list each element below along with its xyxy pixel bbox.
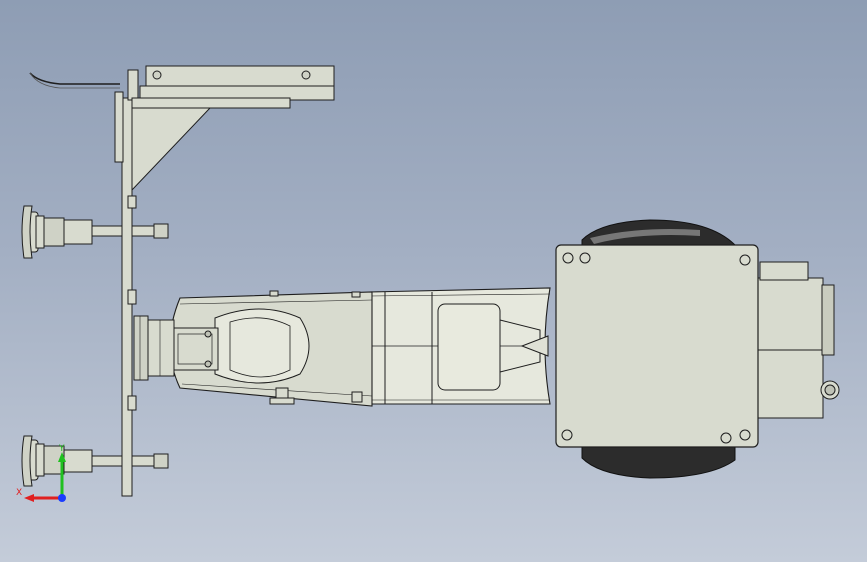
plate-tab xyxy=(127,395,137,411)
tool-flange[interactable] xyxy=(133,315,175,381)
gripper-plate-lip xyxy=(114,91,124,163)
wrist-screw xyxy=(204,330,212,338)
robot-upper-arm[interactable] xyxy=(133,290,373,407)
rail-screw xyxy=(152,70,162,80)
gripper-gusset xyxy=(131,107,212,192)
gripper-rail-bracket xyxy=(131,97,291,109)
lower-arm-edge xyxy=(369,293,551,297)
wrist-screw xyxy=(204,360,212,368)
base-bolt-hole xyxy=(720,432,732,444)
arm-fitting xyxy=(351,391,363,403)
triad-y-label: Y xyxy=(58,444,65,454)
gripper-cable xyxy=(29,72,120,85)
arm-fitting xyxy=(351,291,361,298)
suction-cup-top[interactable] xyxy=(21,205,169,259)
triad-z-axis xyxy=(58,494,66,502)
base-connector-inner xyxy=(824,384,836,396)
wrist-cover[interactable] xyxy=(214,308,310,384)
lower-arm-cover-panel[interactable] xyxy=(437,303,501,391)
gripper-cable-shadow xyxy=(29,72,120,89)
triad-x-label: X xyxy=(16,488,22,498)
base-motor-housing xyxy=(754,277,824,419)
wrist-cover-inner xyxy=(229,317,291,378)
axis-triad: Y X xyxy=(16,444,66,502)
plate-tab xyxy=(127,195,137,209)
wrist-motor-inner xyxy=(177,333,213,365)
arm-fitting xyxy=(275,387,289,399)
lower-arm-joint-tab xyxy=(520,335,549,357)
base-bolt-hole xyxy=(561,429,573,441)
upper-arm-edge xyxy=(179,299,373,305)
suction-cup-bottom[interactable] xyxy=(21,435,169,487)
robot-base[interactable] xyxy=(555,219,840,479)
base-bolt-hole xyxy=(739,254,751,266)
robot-lower-arm[interactable] xyxy=(369,287,551,405)
base-bolt-hole xyxy=(579,252,591,264)
triad-x-arrow xyxy=(24,494,34,502)
arm-fitting xyxy=(269,290,279,297)
base-bolt-hole xyxy=(562,252,574,264)
base-bolt-hole xyxy=(739,429,751,441)
arm-fitting xyxy=(269,397,295,405)
base-motor-top-box xyxy=(759,261,809,281)
rail-screw xyxy=(301,70,311,80)
gripper-frame[interactable] xyxy=(29,65,335,497)
base-square-housing[interactable] xyxy=(555,244,759,448)
plate-tab xyxy=(127,289,137,305)
base-ring-highlight xyxy=(590,229,700,244)
base-side-plate xyxy=(821,284,835,356)
gripper-top-mount xyxy=(127,69,139,101)
triad-y-arrow xyxy=(58,452,66,462)
